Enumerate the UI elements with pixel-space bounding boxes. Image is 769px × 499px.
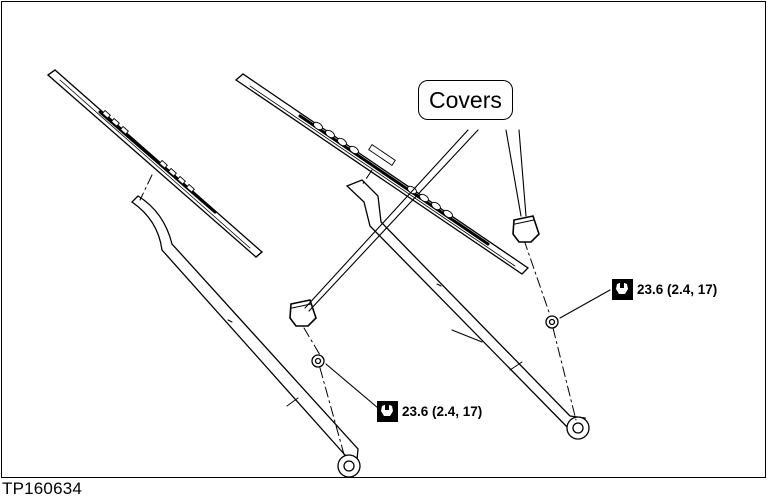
figure-frame (1, 1, 766, 478)
figure-id: TP160634 (2, 479, 83, 498)
covers-label: Covers (429, 87, 502, 113)
torque-spec-right: 23.6 (2.4, 17) (612, 279, 717, 300)
torque-value-left: 23.6 (2.4, 17) (402, 404, 483, 419)
assembly-lines (139, 169, 577, 459)
torque-value-right: 23.6 (2.4, 17) (637, 282, 718, 297)
torque-wrench-icon (612, 279, 633, 300)
nut-right (545, 315, 559, 329)
right-wiper-arm (345, 179, 590, 440)
nut-left (311, 354, 325, 368)
right-wiper-blade (234, 73, 530, 275)
cover-left (289, 299, 317, 327)
callout-leaders (304, 129, 527, 312)
cover-right (512, 215, 540, 243)
left-wiper-arm (130, 195, 361, 478)
left-wiper-blade (46, 69, 263, 258)
covers-callout: Covers (418, 80, 513, 120)
torque-wrench-icon (377, 401, 398, 422)
torque-spec-left: 23.6 (2.4, 17) (377, 401, 482, 422)
torque-leaders (325, 289, 611, 409)
